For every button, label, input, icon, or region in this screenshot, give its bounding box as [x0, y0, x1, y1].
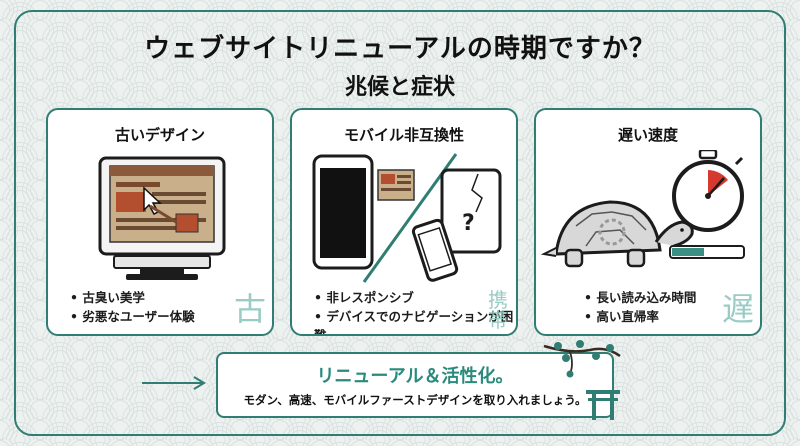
card-slow-speed: 遅い速度 長い読み込み時間 高い直帰率 遅 — [534, 108, 762, 336]
page-subtitle: 兆候と症状 — [344, 75, 455, 100]
card-bullets: 非レスポンシブ デバイスでのナビゲーションが困難 — [314, 288, 516, 334]
card-mobile-incompatibility: モバイル非互換性 ? 非レスポンシブ デバイスでのナビゲーションが困難 携帯 — [290, 108, 518, 336]
card-kanji: 古 — [233, 290, 266, 328]
slide-frame — [14, 10, 786, 436]
bullet-item: 高い直帰率 — [584, 307, 696, 326]
card-title: 古いデザイン — [114, 126, 205, 144]
card-old-design: 古いデザイン 古臭い美学 劣悪なユーザー体験 古 — [46, 108, 274, 336]
devices-illustration: ? — [312, 153, 502, 283]
arrow-right-icon — [142, 376, 206, 390]
page-title: ウェブサイトリニューアルの時期ですか？ — [144, 34, 656, 64]
cursor-icon — [143, 186, 162, 215]
monitor-icon — [98, 156, 226, 280]
stopwatch-icon — [672, 150, 744, 232]
turtle-icon — [540, 200, 694, 268]
header: ウェブサイトリニューアルの時期ですか？ 兆候と症状 — [0, 28, 800, 101]
torii-icon — [586, 390, 620, 420]
banner-headline: リニューアル＆活性化。 — [316, 366, 514, 387]
smartphone-icon — [312, 154, 374, 270]
card-kanji: 遅 — [721, 290, 754, 328]
bullet-item: 非レスポンシブ — [314, 288, 516, 307]
card-bullets: 古臭い美学 劣悪なユーザー体験 — [70, 288, 195, 326]
card-title: 遅い速度 — [617, 126, 678, 144]
call-to-action-banner: リニューアル＆活性化。 モダン、高速、モバイルファーストデザインを取り入れましょ… — [216, 352, 614, 418]
bullet-item: 古臭い美学 — [70, 288, 195, 307]
loading-bar-icon — [669, 245, 745, 259]
cherry-branch-icon — [543, 340, 621, 420]
bullet-item: デバイスでのナビゲーションが困難 — [314, 307, 516, 334]
bullet-item: 劣悪なユーザー体験 — [70, 307, 194, 326]
bullet-item: 長い読み込み時間 — [584, 288, 696, 307]
slow-speed-illustration — [540, 150, 745, 268]
card-bullets: 長い読み込み時間 高い直帰率 — [584, 288, 696, 326]
banner-body: モダン、高速、モバイルファーストデザインを取り入れましょう。 — [243, 393, 587, 407]
tablet-icon: ? — [440, 168, 502, 254]
card-kanji: 携帯 — [488, 288, 508, 332]
question-mark: ? — [462, 211, 475, 236]
card-title: モバイル非互換性 — [343, 126, 464, 144]
